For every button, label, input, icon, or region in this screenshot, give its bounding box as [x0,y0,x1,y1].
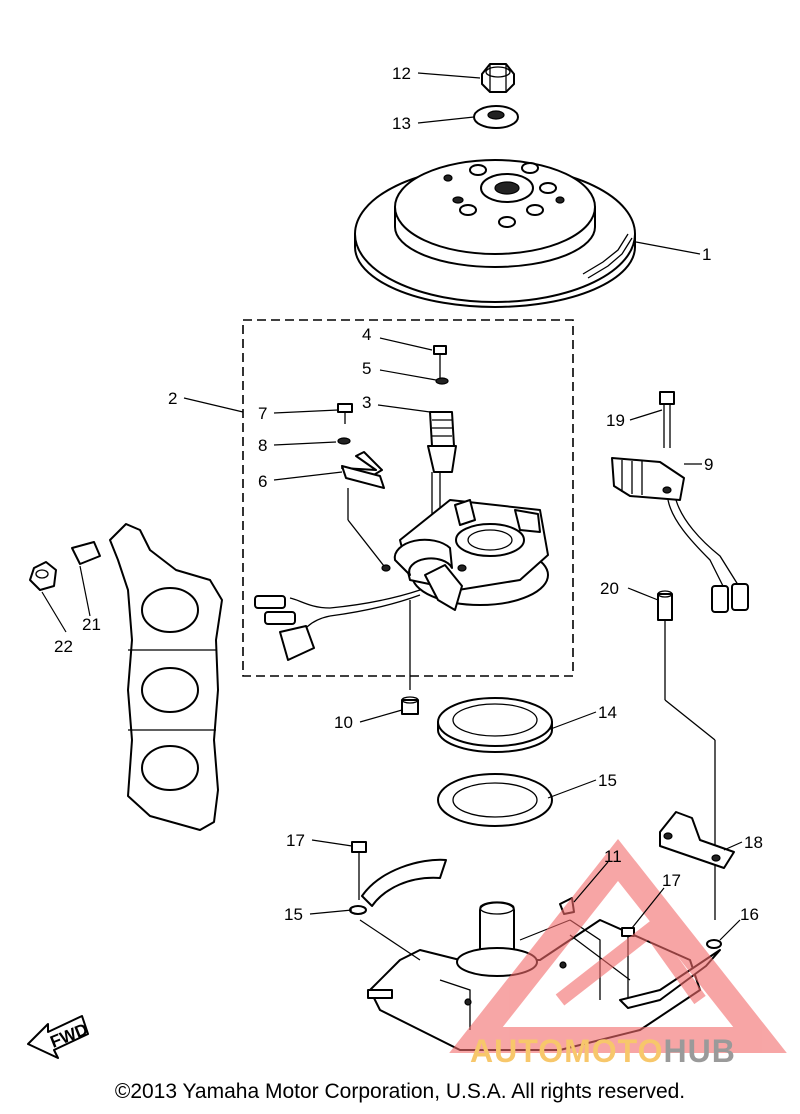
callout-18: 18 [744,833,763,852]
watermark-part2: HUB [663,1033,736,1069]
collar-ring-part [437,697,553,753]
clamp-part [29,541,101,591]
callout-11: 11 [604,847,622,866]
callout-1: 1 [702,245,711,264]
callout-16: 15 [598,771,617,790]
fwd-label: FWD [48,1020,91,1052]
cylinder-block-part [109,523,223,831]
callout-9: 9 [704,455,713,474]
callout-10: 10 [334,713,353,732]
callout-22: 22 [54,637,73,656]
watermark-part1: AUTOMOTO [470,1033,664,1069]
callout-19: 19 [606,411,625,430]
callout-15-right: 16 [740,905,759,924]
callout-7: 7 [258,404,267,423]
callout-21: 21 [82,615,101,634]
stator-assembly-part [254,345,549,690]
washer-part [473,105,519,129]
fwd-arrow-icon: FWD [27,1015,91,1059]
callout-12: 12 [392,64,411,83]
callout-17-left: 17 [286,831,305,850]
gasket-part [437,773,553,827]
callout-15-left: 15 [284,905,303,924]
leader-lines [41,72,743,941]
callout-5: 5 [362,359,371,378]
bracket-part [659,811,735,869]
flywheel-nut-part [481,63,515,93]
stator-nut-part [401,696,419,715]
callout-4: 4 [362,325,371,344]
flywheel-part [354,159,636,308]
callout-labels: 12 13 1 2 4 5 3 7 8 6 19 9 20 21 22 10 1… [54,64,763,924]
watermark-text: AUTOMOTOHUB [470,1033,736,1070]
cdi-unit-part [611,391,749,920]
callout-8: 8 [258,436,267,455]
callout-17-right: 17 [662,871,681,890]
copyright-notice: ©2013 Yamaha Motor Corporation, U.S.A. A… [114,1080,686,1103]
callout-13: 13 [392,114,411,133]
callout-20: 20 [600,579,619,598]
callout-6: 6 [258,472,267,491]
watermark-triangle-icon [449,839,787,1053]
callout-14: 14 [598,703,617,722]
callout-2: 2 [168,389,177,408]
callout-3: 3 [362,393,371,412]
